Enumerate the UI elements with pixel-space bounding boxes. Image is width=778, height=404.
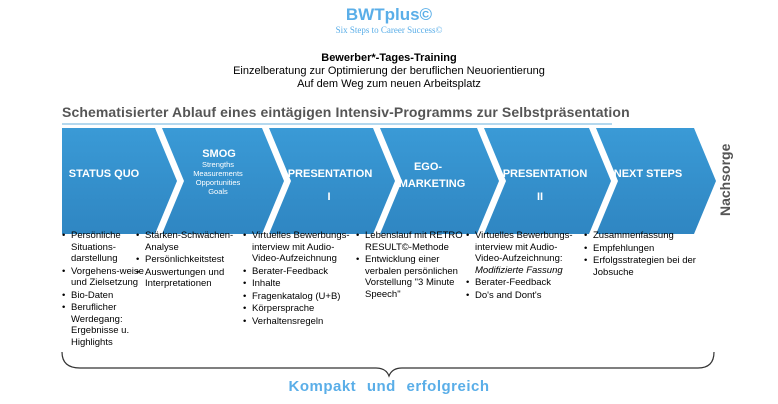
step-2-sub-4: Goals bbox=[208, 187, 228, 196]
step-4-title-2: MARKETING bbox=[399, 178, 466, 190]
list-item: Berater-Feedback bbox=[243, 266, 355, 278]
list-item: Stärken-Schwächen-Analyse bbox=[136, 230, 246, 253]
list-item: Entwicklung einer verbalen persönlichen … bbox=[356, 254, 468, 300]
step-arrow-1 bbox=[62, 128, 177, 234]
list-item: Erfolgsstrategien bei der Jobsuche bbox=[584, 255, 696, 278]
step-3-details: Virtuelles Bewerbungs-interview mit Audi… bbox=[243, 230, 355, 328]
step-6-details: Zusammenfassung Empfehlungen Erfolgsstra… bbox=[584, 230, 696, 279]
list-item: Beruflicher Werdegang: Ergebnisse u. Hig… bbox=[62, 302, 146, 348]
step-2-details: Stärken-Schwächen-Analyse Persönlichkeit… bbox=[136, 230, 246, 291]
step-arrow-6 bbox=[596, 128, 716, 234]
list-item: Fragenkatalog (U+B) bbox=[243, 291, 355, 303]
step-3-title-2: I bbox=[327, 191, 330, 203]
step-arrow-3 bbox=[269, 128, 395, 234]
summary-footer: Kompakt und erfolgreich bbox=[288, 378, 490, 395]
list-item: Zusammenfassung bbox=[584, 230, 696, 242]
training-subtitle: Einzelberatung zur Optimierung der beruf… bbox=[233, 65, 545, 77]
step-3-title: PRESENTATION bbox=[288, 168, 373, 180]
list-item: Persönlichkeitstest bbox=[136, 254, 246, 266]
step-2-sub-2: Measurements bbox=[193, 169, 243, 178]
list-item: Persönliche Situations-darstellung bbox=[62, 230, 146, 265]
section-title: Schematisierter Ablauf eines eintägigen … bbox=[62, 104, 630, 120]
training-title: Bewerber*-Tages-Training bbox=[321, 52, 457, 64]
list-item: Vorgehens-weise und Zielsetzung bbox=[62, 266, 146, 289]
step-1-details: Persönliche Situations-darstellung Vorge… bbox=[62, 230, 146, 349]
step-5-title: PRESENTATION bbox=[503, 168, 588, 180]
step-arrow-4 bbox=[380, 128, 499, 234]
step-6-title: NEXT STEPS bbox=[614, 168, 682, 180]
list-item: Berater-Feedback bbox=[466, 277, 580, 289]
list-item: Verhaltensregeln bbox=[243, 316, 355, 328]
nachsorge-label: Nachsorge bbox=[717, 143, 733, 216]
list-item: Auswertungen und Interpretationen bbox=[136, 267, 246, 290]
list-item: Do's and Dont's bbox=[466, 290, 580, 302]
step-2-sub-3: Opportunities bbox=[196, 178, 241, 187]
step-arrow-5 bbox=[484, 128, 611, 234]
list-item: Virtuelles Bewerbungs-interview mit Audi… bbox=[243, 230, 355, 265]
step-2-sub-1: Strengths bbox=[202, 160, 234, 169]
summary-brace bbox=[61, 351, 715, 378]
list-item: Virtuelles Bewerbungs-interview mit Audi… bbox=[466, 230, 580, 276]
step-4-title: EGO- bbox=[414, 161, 442, 173]
list-item: Bio-Daten bbox=[62, 290, 146, 302]
step-5-details: Virtuelles Bewerbungs-interview mit Audi… bbox=[466, 230, 580, 302]
step-5-title-2: II bbox=[537, 191, 543, 203]
list-item: Lebenslauf mit RETRO RESULT©-Methode bbox=[356, 230, 468, 253]
training-tagline: Auf dem Weg zum neuen Arbeitsplatz bbox=[297, 78, 481, 90]
step-2-title: SMOG bbox=[202, 148, 236, 160]
brand-title: BWTplus© bbox=[345, 5, 433, 24]
step-4-details: Lebenslauf mit RETRO RESULT©-Methode Ent… bbox=[356, 230, 468, 301]
step-arrow-2 bbox=[162, 128, 284, 234]
list-item: Inhalte bbox=[243, 278, 355, 290]
brand-subtitle: Six Steps to Career Success© bbox=[335, 25, 443, 35]
list-item: Körpersprache bbox=[243, 303, 355, 315]
list-item-italic: Modifizierte Fassung bbox=[475, 264, 563, 276]
step-1-title: STATUS QUO bbox=[69, 168, 140, 180]
list-item: Empfehlungen bbox=[584, 243, 696, 255]
nachsorge-label-box: Nachsorge bbox=[714, 138, 736, 218]
list-item-text: Virtuelles Bewerbungs-interview mit Audi… bbox=[475, 230, 573, 264]
